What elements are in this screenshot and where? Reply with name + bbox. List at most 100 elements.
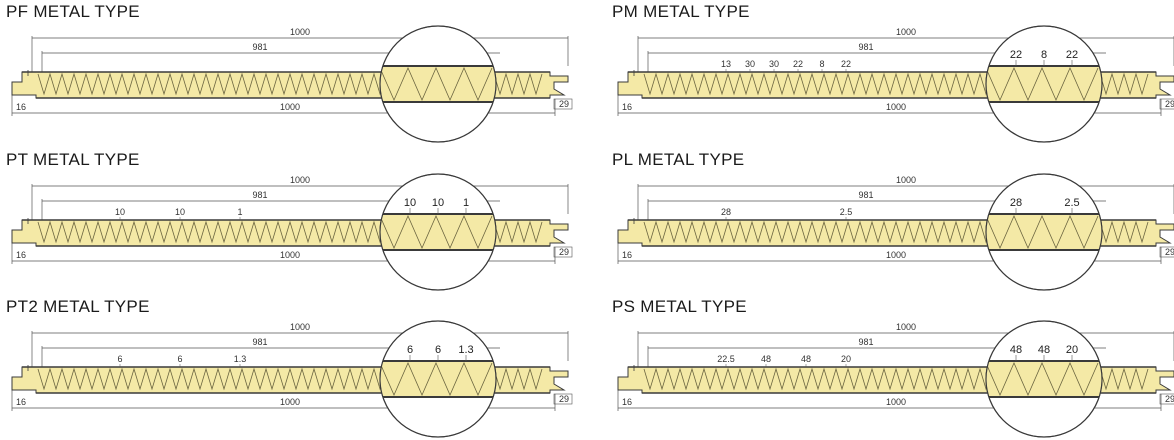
dim-label-left: 16 xyxy=(622,102,632,112)
profile-label: 6 xyxy=(117,354,122,364)
profile-label: 8 xyxy=(819,59,824,69)
zoom-label: 1.3 xyxy=(458,344,473,356)
zoom-core xyxy=(380,213,496,251)
dim-label-right-box xyxy=(1159,393,1174,405)
profile-labels: 13 30 30 22 8 22 xyxy=(721,59,851,72)
dim-label-right: 29 xyxy=(559,247,569,257)
zoom-label: 2.5 xyxy=(1064,197,1079,209)
zoom-label: 48 xyxy=(1010,344,1022,356)
profile-label: 30 xyxy=(769,59,779,69)
zoom-detail xyxy=(985,173,1103,291)
zoom-label: 22 xyxy=(1066,49,1078,61)
dim-label-bottom: 1000 xyxy=(886,397,906,407)
zoom-label: 10 xyxy=(432,197,444,209)
profile-label: 10 xyxy=(115,207,125,217)
dim-label-overall: 1000 xyxy=(896,175,916,185)
insulation-zigzag xyxy=(380,362,493,396)
dim-label-right-box xyxy=(553,246,573,258)
panel-title: PM METAL TYPE xyxy=(612,2,750,21)
profile-label: 1.3 xyxy=(234,354,247,364)
insulation-zigzag xyxy=(986,67,1099,101)
insulation-zigzag xyxy=(986,362,1099,396)
zoom-label: 8 xyxy=(1041,49,1047,61)
dim-label-right-box xyxy=(1159,98,1174,110)
dim-label-left: 16 xyxy=(16,250,26,260)
zoom-detail xyxy=(379,25,497,143)
dim-label-bottom: 1000 xyxy=(280,397,300,407)
dim-label-effective: 981 xyxy=(252,190,267,200)
zoom-circle xyxy=(985,173,1103,291)
profile-label: 30 xyxy=(745,59,755,69)
profile-label: 28 xyxy=(721,207,731,217)
dim-label-overall: 1000 xyxy=(896,322,916,332)
dim-label-right-box xyxy=(553,393,573,405)
zoom-core xyxy=(380,65,496,103)
zoom-label: 28 xyxy=(1010,197,1022,209)
profile-label: 48 xyxy=(801,354,811,364)
zoom-labels: 22 8 22 xyxy=(1010,49,1078,66)
zoom-detail xyxy=(985,320,1103,438)
insulation-zigzag xyxy=(986,215,1099,249)
dim-label-right: 29 xyxy=(1165,99,1174,109)
zoom-label: 6 xyxy=(407,344,413,356)
zoom-detail xyxy=(379,320,497,438)
zoom-core xyxy=(986,65,1102,103)
dimension-labels: 1000 981 1000 16 29 xyxy=(622,175,1174,260)
dim-label-left: 16 xyxy=(16,397,26,407)
profile-label: 13 xyxy=(721,59,731,69)
zoom-labels: 48 48 20 xyxy=(1010,344,1078,361)
profile-label: 20 xyxy=(841,354,851,364)
zoom-circle xyxy=(379,25,497,143)
panel-title: PT2 METAL TYPE xyxy=(6,297,150,316)
panel-title: PS METAL TYPE xyxy=(612,297,747,316)
zoom-label: 10 xyxy=(404,197,416,209)
dim-label-right-box xyxy=(1159,246,1174,258)
dim-label-effective: 981 xyxy=(252,42,267,52)
dim-label-effective: 981 xyxy=(252,337,267,347)
zoom-core xyxy=(986,360,1102,398)
dim-label-bottom: 1000 xyxy=(886,102,906,112)
zoom-core xyxy=(380,360,496,398)
dim-label-overall: 1000 xyxy=(290,27,310,37)
insulation-zigzag xyxy=(380,67,493,101)
zoom-detail xyxy=(985,25,1103,143)
dim-label-effective: 981 xyxy=(858,190,873,200)
dim-label-overall: 1000 xyxy=(290,175,310,185)
profile-label: 48 xyxy=(761,354,771,364)
dim-label-overall: 1000 xyxy=(896,27,916,37)
dim-label-right-box xyxy=(553,98,573,110)
dim-label-right: 29 xyxy=(1165,247,1174,257)
zoom-label: 48 xyxy=(1038,344,1050,356)
zoom-label: 6 xyxy=(435,344,441,356)
profile-label: 22 xyxy=(793,59,803,69)
dim-label-bottom: 1000 xyxy=(280,102,300,112)
dim-label-left: 16 xyxy=(622,250,632,260)
panel-title: PF METAL TYPE xyxy=(6,2,140,21)
profile-label: 1 xyxy=(237,207,242,217)
zoom-label: 20 xyxy=(1066,344,1078,356)
profile-label: 22 xyxy=(841,59,851,69)
zoom-circle xyxy=(379,173,497,291)
dim-label-effective: 981 xyxy=(858,337,873,347)
dim-label-bottom: 1000 xyxy=(886,250,906,260)
insulation-zigzag xyxy=(380,215,493,249)
zoom-label: 22 xyxy=(1010,49,1022,61)
